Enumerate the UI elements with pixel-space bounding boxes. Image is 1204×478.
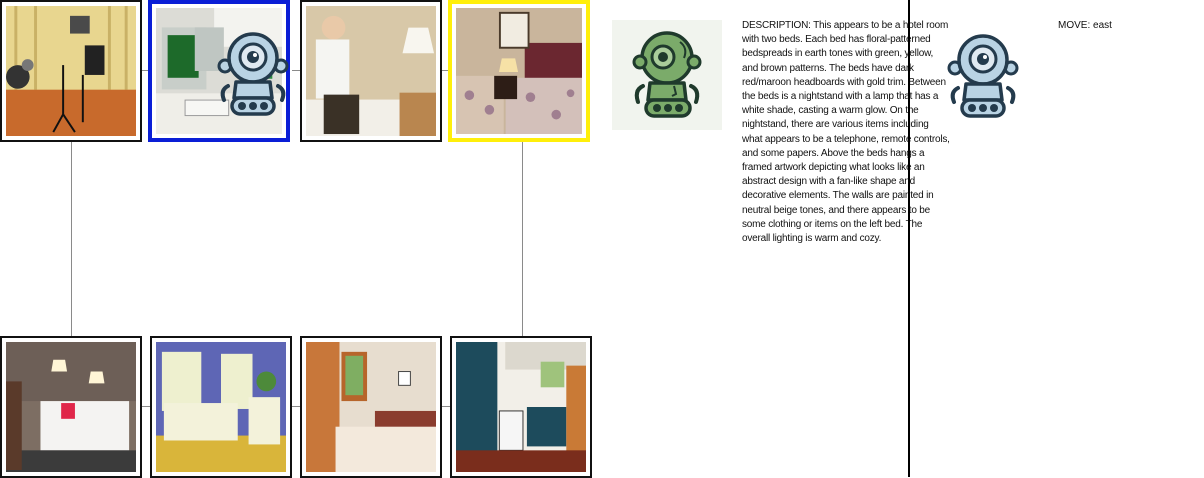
map-tile-kitchen[interactable] bbox=[450, 336, 592, 478]
map-tile-hotel-room[interactable] bbox=[448, 0, 590, 142]
map-tile-man-phone[interactable] bbox=[300, 0, 442, 142]
studio-photo bbox=[6, 6, 136, 136]
panel-divider bbox=[908, 0, 910, 477]
robot-icon bbox=[217, 32, 289, 116]
man-phone-photo bbox=[306, 6, 436, 136]
map-tile-office[interactable] bbox=[148, 0, 290, 142]
scene-description: DESCRIPTION: This appears to be a hotel … bbox=[742, 20, 950, 245]
graph-edge bbox=[522, 142, 523, 337]
kids-room-photo bbox=[156, 342, 286, 472]
hotel-room-photo bbox=[456, 8, 582, 134]
map-tile-kids-room[interactable] bbox=[150, 336, 292, 478]
graph-edge bbox=[292, 406, 302, 407]
move-action-label: MOVE: east bbox=[1058, 20, 1112, 31]
robot-icon bbox=[947, 34, 1019, 118]
graph-edge bbox=[442, 406, 452, 407]
graph-edge bbox=[140, 406, 150, 407]
window-bedroom-photo bbox=[306, 342, 436, 472]
kitchen-photo bbox=[456, 342, 586, 472]
graph-edge bbox=[292, 70, 302, 71]
white-bedroom-photo bbox=[6, 342, 136, 472]
map-tile-white-bedroom[interactable] bbox=[0, 336, 142, 478]
map-tile-studio[interactable] bbox=[0, 0, 142, 142]
graph-edge bbox=[442, 70, 452, 71]
robot-icon bbox=[632, 31, 702, 118]
graph-edge bbox=[71, 142, 72, 337]
map-tile-window-bedroom[interactable] bbox=[300, 336, 442, 478]
agent-avatar-card bbox=[612, 20, 722, 130]
graph-edge bbox=[140, 70, 150, 71]
